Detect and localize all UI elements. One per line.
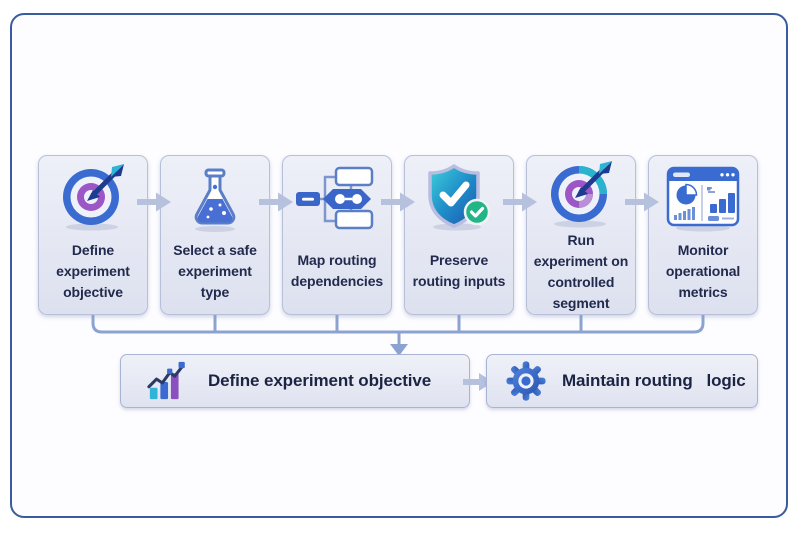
outcome-label: Maintain routing logic: [562, 371, 746, 390]
flow-arrow-icon: [259, 192, 293, 212]
bar-chart-trend-icon: [147, 360, 191, 402]
step-box-select-type: Select a safe experiment type: [160, 155, 270, 315]
step-box-preserve-inputs: Preserve routing inputs: [404, 155, 514, 315]
step-box-monitor-metrics: Monitor operational metrics: [648, 155, 758, 315]
step-box-map-dependencies: Map routing dependencies: [282, 155, 392, 315]
gear-icon: [505, 360, 547, 402]
shield-check-icon: [405, 156, 513, 236]
flow-arrow-icon: [381, 192, 415, 212]
target-icon: [39, 156, 147, 236]
flow-arrow-icon: [625, 192, 659, 212]
step-label: Run experiment on controlled segment: [533, 232, 629, 311]
step-label: Map routing dependencies: [290, 252, 384, 289]
flow-arrow-icon: [503, 192, 537, 212]
routing-diagram-icon: [283, 156, 391, 236]
flask-icon: [161, 156, 269, 236]
step-box-run-experiment: Run experiment on controlled segment: [526, 155, 636, 315]
outcome-box-define-objective: Define experiment objective: [120, 354, 470, 408]
flow-arrow-icon: [137, 192, 171, 212]
target-icon: [527, 156, 635, 230]
flow-arrow-icon: [463, 373, 493, 391]
outcome-label: Define experiment objective: [208, 371, 432, 390]
step-label: Monitor operational metrics: [665, 241, 741, 300]
outcome-box-maintain-routing: Maintain routing logic: [486, 354, 758, 408]
step-label: Define experiment objective: [56, 241, 130, 300]
dashboard-metrics-icon: [649, 156, 757, 236]
step-label: Select a safe experiment type: [173, 241, 257, 300]
step-label: Preserve routing inputs: [412, 252, 506, 289]
step-box-define-objective: Define experiment objective: [38, 155, 148, 315]
